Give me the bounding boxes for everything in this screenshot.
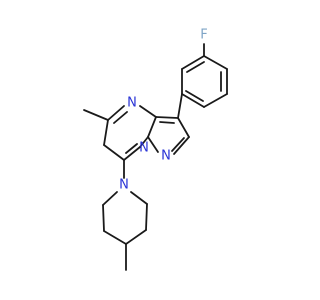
molecule-canvas: F N N N N xyxy=(83,27,228,271)
pyrimidine-ring xyxy=(103,105,157,161)
bond-methyl xyxy=(83,109,109,121)
bond xyxy=(145,203,148,231)
bond xyxy=(103,230,127,245)
bond xyxy=(185,90,204,102)
bond xyxy=(173,136,190,155)
bond xyxy=(155,116,179,119)
pyrazole-ring xyxy=(147,116,190,155)
bond xyxy=(203,93,228,108)
bond xyxy=(103,144,125,161)
bond xyxy=(107,105,125,121)
atom-nitrogen-4: N xyxy=(127,96,137,111)
bond xyxy=(181,93,205,108)
bond xyxy=(203,55,228,70)
bond xyxy=(159,121,175,124)
bond xyxy=(103,119,109,146)
bond xyxy=(171,137,185,152)
piperidine-ring xyxy=(102,191,148,271)
bond xyxy=(125,143,138,154)
bond xyxy=(186,61,205,73)
atom-nitrogen-1: N xyxy=(161,149,171,164)
bond xyxy=(177,117,190,138)
bond xyxy=(125,229,147,245)
bond xyxy=(147,136,159,153)
atom-nitrogen-8: N xyxy=(139,141,149,156)
bond xyxy=(181,55,205,70)
fluorophenyl-ring xyxy=(181,43,228,108)
molecule-structure: F N N N N xyxy=(83,28,228,271)
bond xyxy=(139,136,149,148)
bond xyxy=(147,116,157,138)
bond xyxy=(123,146,141,161)
bond xyxy=(113,111,128,124)
bond xyxy=(102,204,105,232)
atom-nitrogen-piperidine: N xyxy=(119,178,129,193)
bond-aryl-link xyxy=(177,93,183,119)
bond xyxy=(139,105,157,118)
bond xyxy=(130,191,148,205)
bond xyxy=(102,191,118,206)
atom-fluorine: F xyxy=(200,28,207,43)
